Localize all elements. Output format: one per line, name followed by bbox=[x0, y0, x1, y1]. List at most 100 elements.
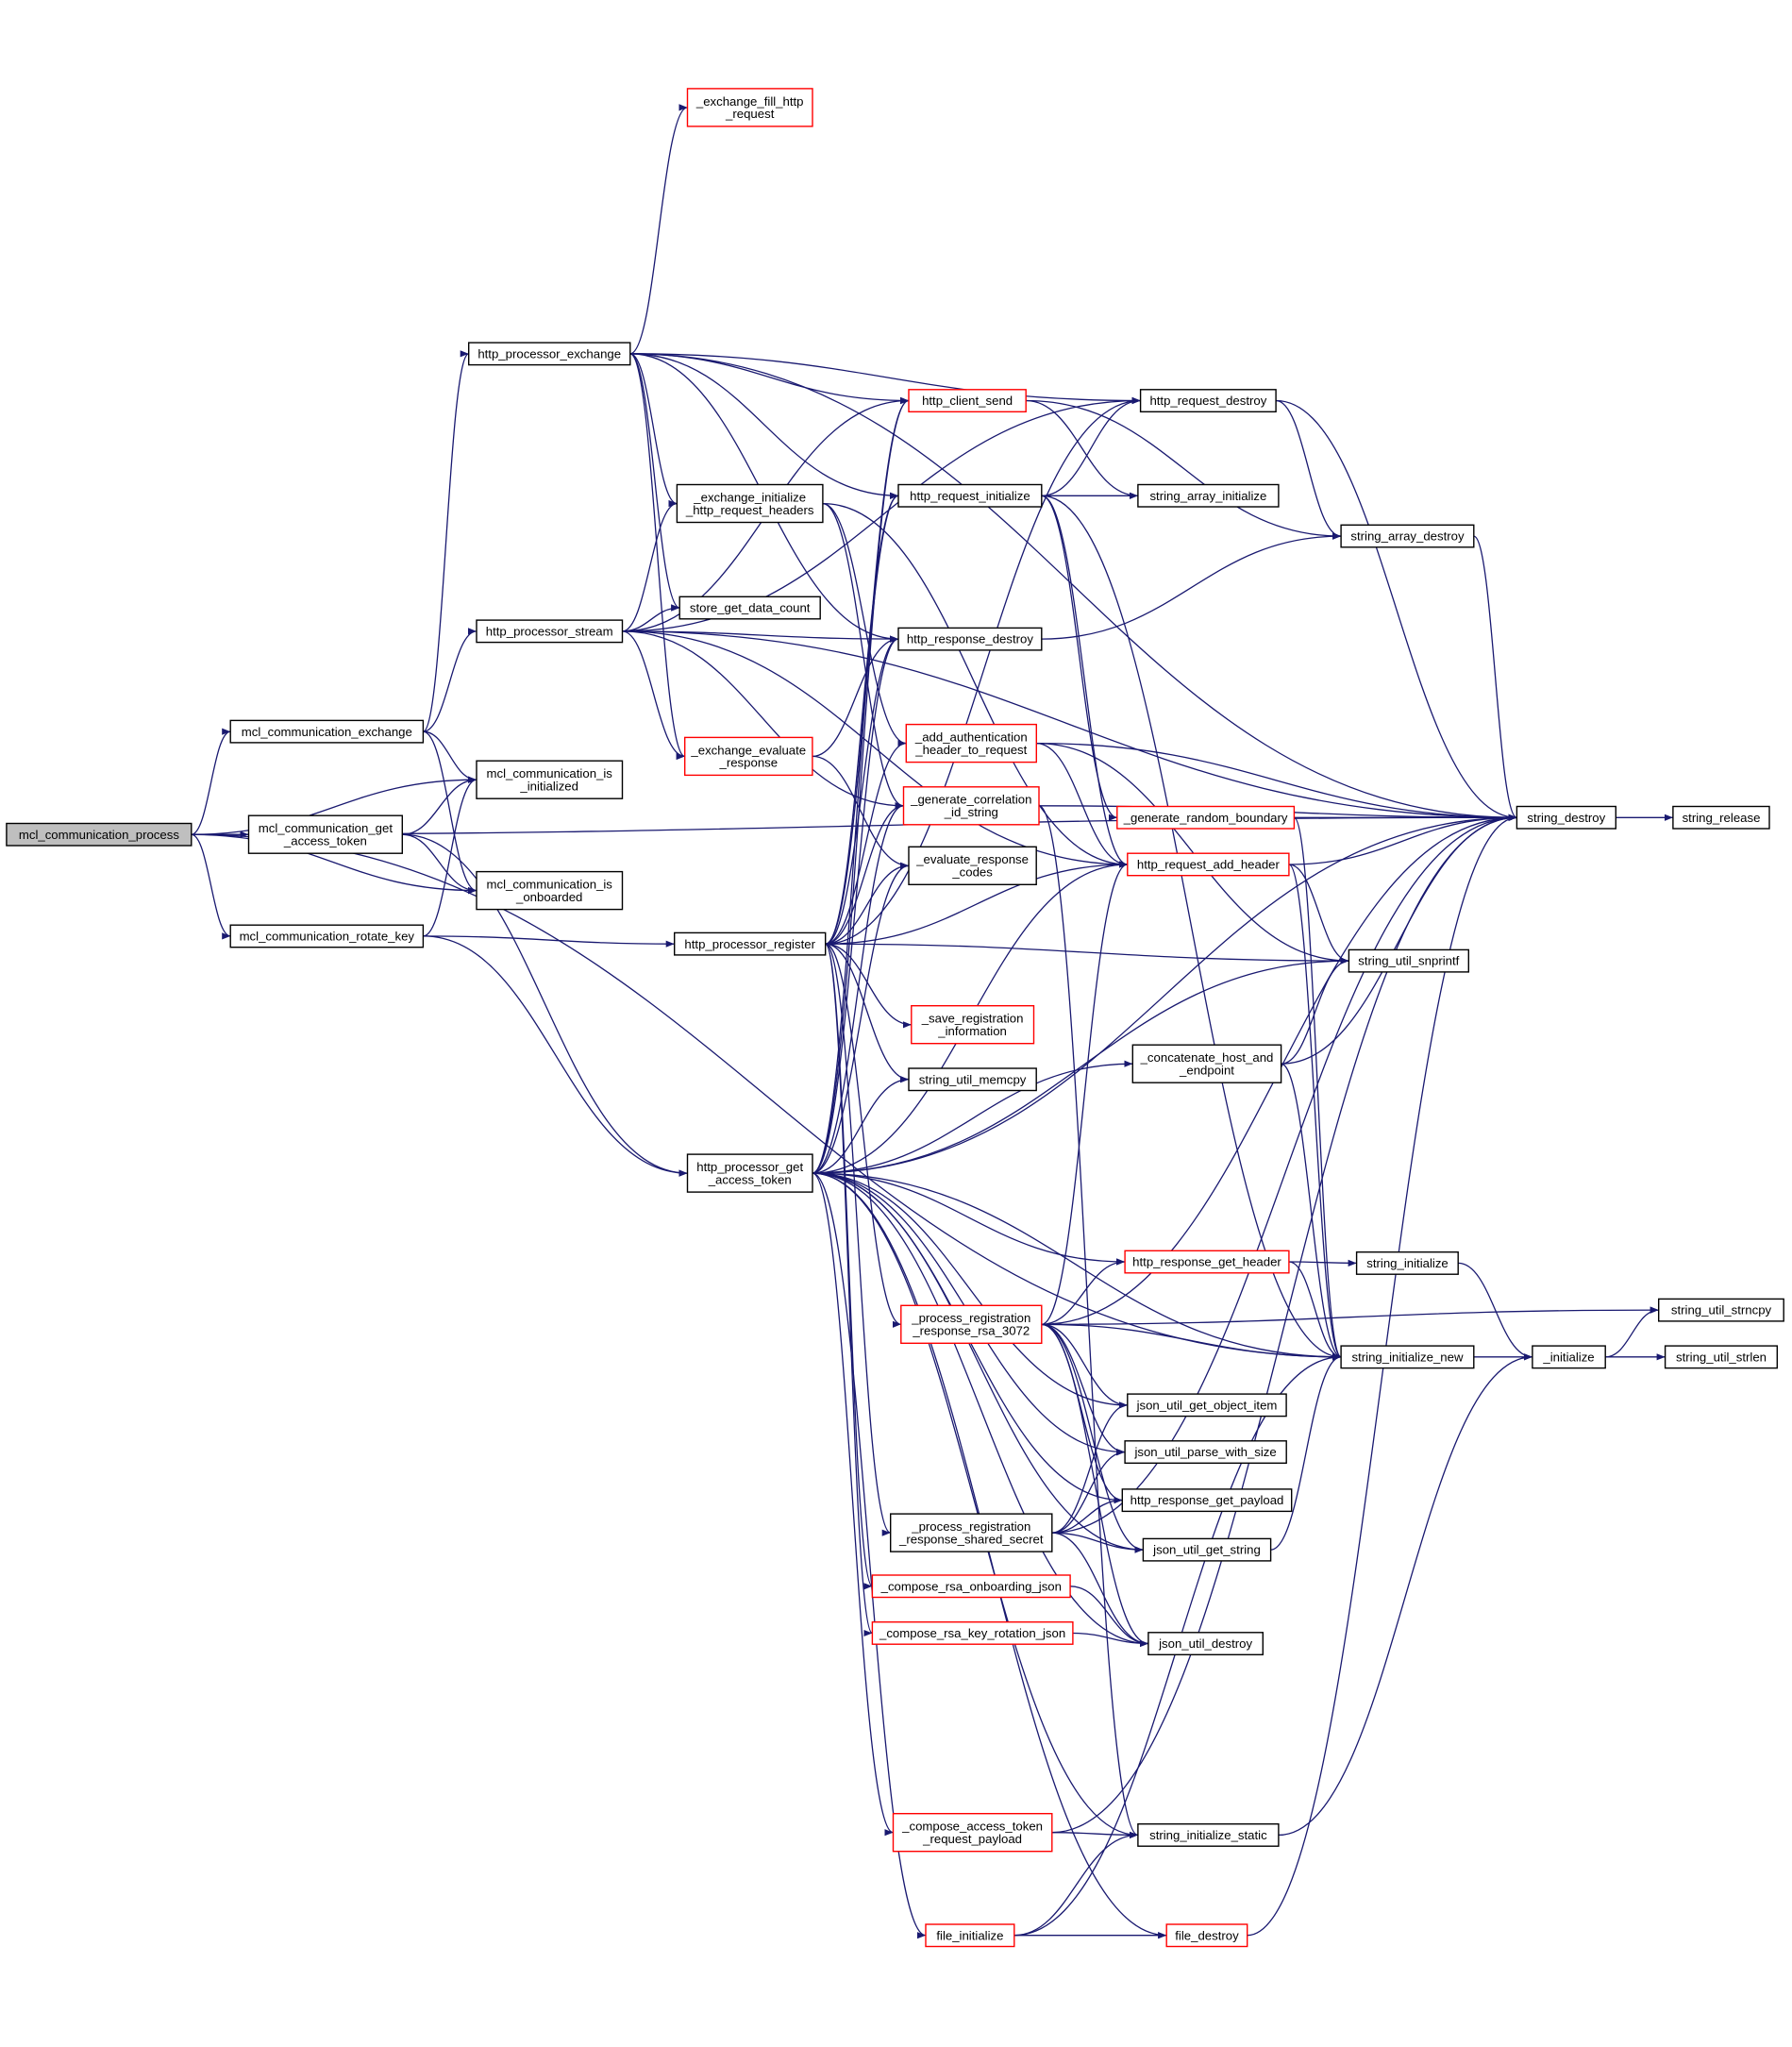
node-label: _header_to_request bbox=[914, 743, 1027, 757]
edge-process-registration-response-rsa-3072-to-string-util-strncpy bbox=[1041, 1306, 1659, 1325]
node-label: string_destroy bbox=[1527, 811, 1605, 825]
node-compose-rsa-onboarding-json[interactable]: _compose_rsa_onboarding_json bbox=[871, 1574, 1071, 1599]
node-string-array-destroy[interactable]: string_array_destroy bbox=[1340, 524, 1475, 548]
node-mcl-communication-process[interactable]: mcl_communication_process bbox=[6, 822, 193, 847]
node-label: http_request_add_header bbox=[1137, 858, 1281, 872]
node-string-initialize[interactable]: string_initialize bbox=[1355, 1250, 1459, 1275]
node-initialize[interactable]: _initialize bbox=[1532, 1345, 1606, 1369]
edge-http-processor-exchange-to-exchange-initialize-http-request-headers bbox=[629, 353, 678, 508]
node-label: _add_authentication bbox=[914, 730, 1028, 745]
node-generate-correlation-id-string[interactable]: _generate_correlation_id_string bbox=[902, 786, 1040, 826]
node-http-request-initialize[interactable]: http_request_initialize bbox=[897, 483, 1043, 508]
node-http-response-get-header[interactable]: http_response_get_header bbox=[1124, 1250, 1290, 1274]
edge-process-registration-response-shared-secret-to-string-destroy bbox=[1051, 814, 1517, 1534]
node-save-registration-information[interactable]: _save_registration_information bbox=[911, 1004, 1035, 1045]
node-file-destroy[interactable]: file_destroy bbox=[1165, 1923, 1248, 1948]
node-json-util-get-object-item[interactable]: json_util_get_object_item bbox=[1127, 1393, 1287, 1418]
node-compose-rsa-key-rotation-json[interactable]: _compose_rsa_key_rotation_json bbox=[871, 1620, 1074, 1645]
node-label: json_util_get_string bbox=[1152, 1543, 1261, 1557]
node-label: mcl_communication_exchange bbox=[242, 725, 412, 739]
node-mcl-communication-exchange[interactable]: mcl_communication_exchange bbox=[229, 719, 425, 744]
node-json-util-parse-with-size[interactable]: json_util_parse_with_size bbox=[1124, 1440, 1287, 1465]
node-mcl-communication-is-onboarded[interactable]: mcl_communication_is_onboarded bbox=[476, 870, 624, 911]
node-string-util-memcpy[interactable]: string_util_memcpy bbox=[908, 1067, 1037, 1092]
node-string-destroy[interactable]: string_destroy bbox=[1516, 805, 1617, 830]
edge-http-processor-register-to-compose-rsa-onboarding-json bbox=[825, 943, 873, 1590]
node-box bbox=[476, 619, 624, 644]
node-string-util-strlen[interactable]: string_util_strlen bbox=[1664, 1345, 1778, 1369]
edge-mcl-communication-rotate-key-to-mcl-communication-is-initialized bbox=[423, 776, 477, 937]
node-file-initialize[interactable]: file_initialize bbox=[925, 1923, 1015, 1948]
node-store-get-data-count[interactable]: store_get_data_count bbox=[678, 596, 821, 620]
node-evaluate-response-codes[interactable]: _evaluate_response_codes bbox=[908, 846, 1037, 885]
node-exchange-evaluate-response[interactable]: _exchange_evaluate_response bbox=[684, 736, 813, 777]
node-label: http_response_get_header bbox=[1132, 1255, 1281, 1269]
node-http-processor-stream[interactable]: http_processor_stream bbox=[476, 619, 624, 644]
edge-http-processor-register-to-http-request-add-header bbox=[825, 861, 1128, 945]
edge-initialize-to-string-util-strncpy bbox=[1605, 1306, 1659, 1358]
node-label: _process_registration bbox=[911, 1311, 1030, 1325]
node-http-response-destroy[interactable]: http_response_destroy bbox=[897, 627, 1043, 651]
node-exchange-fill-http-request[interactable]: _exchange_fill_http_request bbox=[686, 88, 813, 127]
node-mcl-communication-is-initialized[interactable]: mcl_communication_is_initialized bbox=[476, 760, 624, 799]
node-box bbox=[229, 924, 425, 948]
node-json-util-destroy[interactable]: json_util_destroy bbox=[1147, 1632, 1264, 1656]
node-string-initialize-new[interactable]: string_initialize_new bbox=[1340, 1345, 1475, 1369]
node-mcl-communication-rotate-key[interactable]: mcl_communication_rotate_key bbox=[229, 924, 425, 948]
node-label: _http_request_headers bbox=[685, 503, 814, 517]
node-concatenate-host-and-endpoint[interactable]: _concatenate_host_and_endpoint bbox=[1131, 1044, 1282, 1083]
node-process-registration-response-rsa-3072[interactable]: _process_registration_response_rsa_3072 bbox=[900, 1304, 1043, 1345]
node-box bbox=[1127, 852, 1290, 877]
edge-layer bbox=[191, 104, 1673, 1939]
node-http-processor-register[interactable]: http_processor_register bbox=[674, 931, 827, 956]
edge-http-request-destroy-to-string-array-destroy bbox=[1275, 399, 1342, 540]
node-http-request-destroy[interactable]: http_request_destroy bbox=[1139, 389, 1277, 412]
node-label: _compose_rsa_onboarding_json bbox=[880, 1579, 1062, 1593]
edge-http-processor-get-access-token-to-json-util-get-object-item bbox=[812, 1172, 1128, 1409]
edge-http-processor-get-access-token-to-evaluate-response-codes bbox=[812, 862, 910, 1174]
node-box bbox=[476, 760, 624, 799]
edge-add-authentication-header-to-request-to-http-request-add-header bbox=[1036, 742, 1128, 868]
node-label: _process_registration bbox=[911, 1519, 1030, 1534]
node-box bbox=[1532, 1345, 1606, 1369]
node-string-util-snprintf[interactable]: string_util_snprintf bbox=[1348, 948, 1470, 973]
edge-process-registration-response-rsa-3072-to-http-request-add-header bbox=[1041, 861, 1128, 1325]
node-label: store_get_data_count bbox=[690, 601, 811, 615]
node-process-registration-response-shared-secret[interactable]: _process_registration_response_shared_se… bbox=[890, 1513, 1053, 1552]
edge-compose-rsa-key-rotation-json-to-json-util-destroy bbox=[1072, 1632, 1148, 1648]
node-box bbox=[897, 483, 1043, 508]
node-label: mcl_communication_rotate_key bbox=[240, 930, 415, 944]
node-label: http_processor_stream bbox=[486, 625, 613, 639]
edge-http-processor-register-to-string-util-memcpy bbox=[825, 943, 910, 1083]
node-box bbox=[892, 1812, 1053, 1853]
node-json-util-get-string[interactable]: json_util_get_string bbox=[1142, 1537, 1272, 1562]
node-box bbox=[1348, 948, 1470, 973]
edge-file-initialize-to-string-initialize-static bbox=[1013, 1831, 1138, 1937]
node-string-util-strncpy[interactable]: string_util_strncpy bbox=[1657, 1298, 1784, 1322]
node-label: _id_string bbox=[944, 805, 998, 819]
node-string-initialize-static[interactable]: string_initialize_static bbox=[1137, 1822, 1280, 1847]
node-add-authentication-header-to-request[interactable]: _add_authentication_header_to_request bbox=[905, 723, 1037, 763]
node-box bbox=[1116, 805, 1296, 830]
node-mcl-communication-get-access-token[interactable]: mcl_communication_get_access_token bbox=[247, 814, 404, 854]
node-http-processor-get-access-token[interactable]: http_processor_get_access_token bbox=[686, 1153, 813, 1193]
edge-mcl-communication-exchange-to-mcl-communication-is-onboarded bbox=[423, 730, 477, 895]
node-generate-random-boundary[interactable]: _generate_random_boundary bbox=[1116, 805, 1296, 830]
node-string-array-initialize[interactable]: string_array_initialize bbox=[1137, 483, 1280, 508]
edge-http-processor-exchange-to-http-request-destroy bbox=[629, 353, 1141, 405]
edge-http-request-initialize-to-http-request-add-header bbox=[1041, 495, 1128, 868]
edge-compose-rsa-onboarding-json-to-json-util-destroy bbox=[1070, 1586, 1148, 1648]
node-label: http_request_destroy bbox=[1149, 394, 1266, 408]
node-http-processor-exchange[interactable]: http_processor_exchange bbox=[468, 342, 631, 366]
node-compose-access-token-request-payload[interactable]: _compose_access_token_request_payload bbox=[892, 1812, 1053, 1853]
node-http-client-send[interactable]: http_client_send bbox=[908, 389, 1027, 412]
edge-process-registration-response-rsa-3072-to-http-response-get-header bbox=[1041, 1258, 1126, 1325]
edge-http-processor-get-access-token-to-http-request-initialize bbox=[812, 492, 899, 1174]
node-label: _exchange_fill_http bbox=[695, 94, 804, 109]
node-label: string_util_strlen bbox=[1676, 1350, 1767, 1364]
node-string-release[interactable]: string_release bbox=[1672, 805, 1770, 830]
edge-http-processor-register-to-add-authentication-header-to-request bbox=[825, 740, 907, 945]
node-http-response-get-payload[interactable]: http_response_get_payload bbox=[1121, 1488, 1293, 1513]
node-exchange-initialize-http-request-headers[interactable]: _exchange_initialize_http_request_header… bbox=[676, 483, 824, 524]
node-http-request-add-header[interactable]: http_request_add_header bbox=[1127, 852, 1290, 877]
